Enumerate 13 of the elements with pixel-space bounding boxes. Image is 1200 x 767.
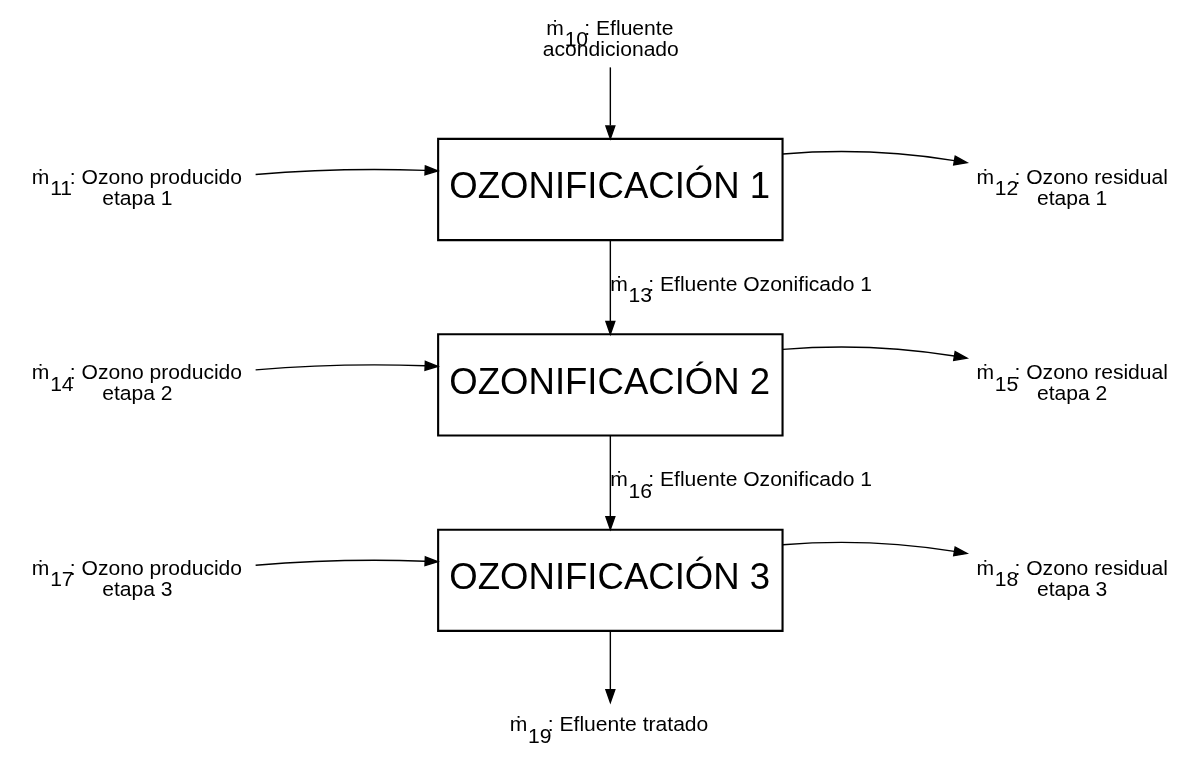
arrow: [604, 239, 616, 337]
node-box: OZONIFICACIÓN 3: [436, 528, 784, 632]
arrow: [254, 164, 440, 176]
node-box: OZONIFICACIÓN 2: [436, 333, 784, 437]
arrow: [604, 66, 616, 141]
arrow: [254, 360, 440, 372]
arrow: [604, 435, 616, 532]
arrow: [781, 150, 969, 166]
arrow: [781, 346, 969, 362]
arrow: [254, 555, 440, 567]
arrow: [781, 541, 969, 557]
node-box: OZONIFICACIÓN 1: [436, 137, 784, 242]
arrow: [604, 630, 616, 705]
